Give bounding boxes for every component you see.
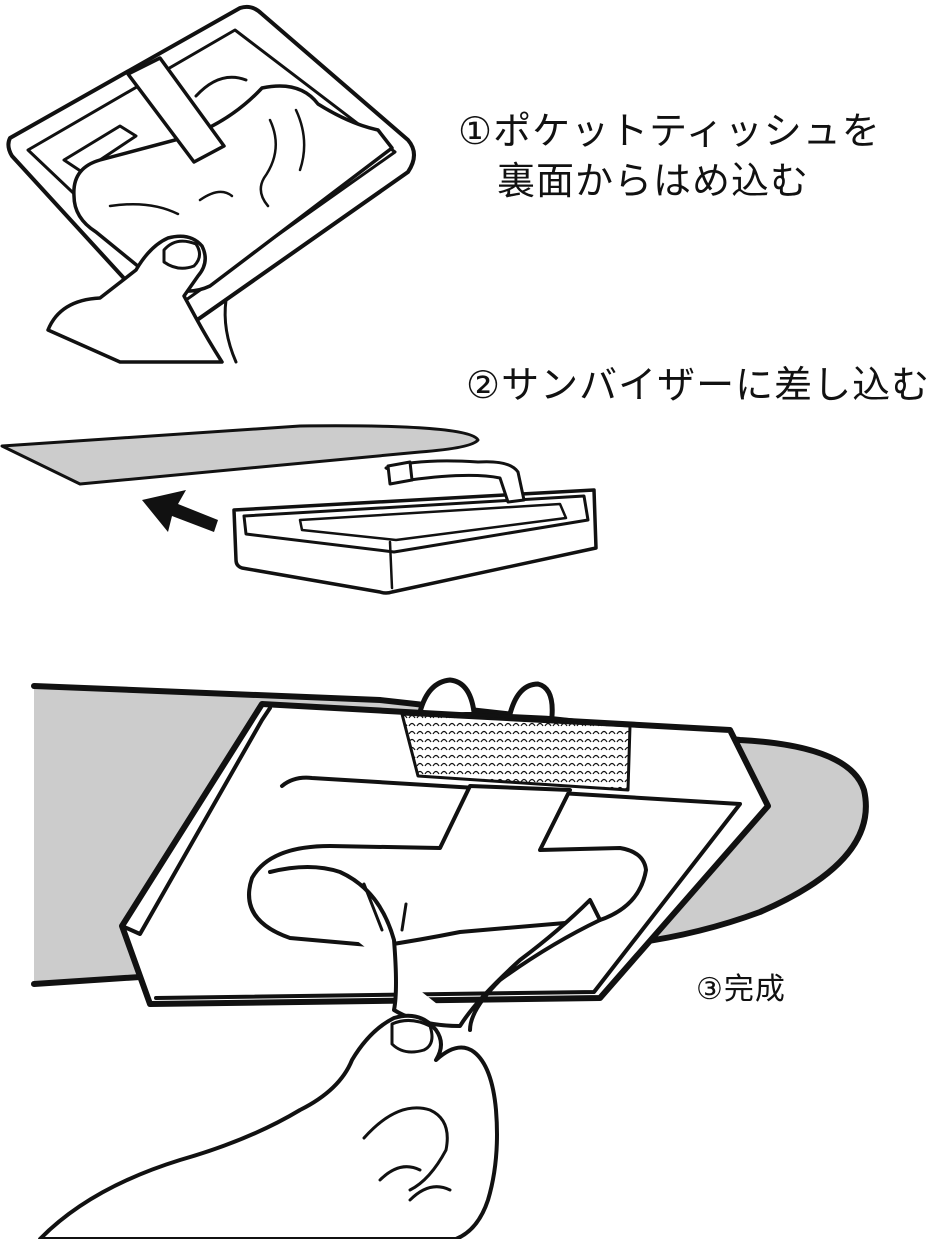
hand-thumb-nail: [390, 1019, 434, 1054]
hand-icon: [38, 1013, 499, 1239]
tissue-case-face: [154, 775, 742, 1000]
sun-visor-edge: [0, 424, 480, 486]
step3-caption: ③完成: [696, 972, 786, 1007]
case-box-outer: [232, 488, 598, 595]
tissue-wrinkle-2: [294, 108, 306, 172]
tissue-wrinkle-4: [198, 190, 234, 202]
tissue-case-top-edge: [120, 706, 272, 936]
case-box-inner: [298, 502, 568, 542]
step2-illustration: [0, 424, 598, 595]
step3-illustration: [31, 677, 869, 1239]
case-strap-loop: [194, 75, 248, 98]
step2-caption: ②サンバイザーに差し込む: [466, 363, 931, 407]
case-box-corner: [388, 540, 394, 590]
case-box-clip: [384, 459, 526, 504]
case-strap: [126, 56, 226, 164]
step1-caption: ①ポケットティッシュを 裏面からはめ込む: [458, 109, 881, 203]
hand-finger-line: [223, 298, 238, 364]
velcro-patch-icon: [400, 712, 632, 792]
thumb-nail: [162, 239, 201, 270]
tissue-wrinkle-1: [259, 118, 277, 208]
tissue-fold-1: [362, 882, 384, 932]
step1-illustration: [6, 4, 416, 364]
hand-knuckles: [362, 1106, 452, 1202]
case-box-clip-tab: [386, 460, 414, 486]
tissue-wrinkle-3: [108, 202, 180, 216]
case-left-window: [62, 124, 138, 174]
tissue-fold-2: [400, 902, 408, 932]
arrow-left-icon: [142, 490, 218, 532]
visor-clip-loop: [417, 677, 555, 719]
case-box-top-rim: [242, 494, 590, 554]
